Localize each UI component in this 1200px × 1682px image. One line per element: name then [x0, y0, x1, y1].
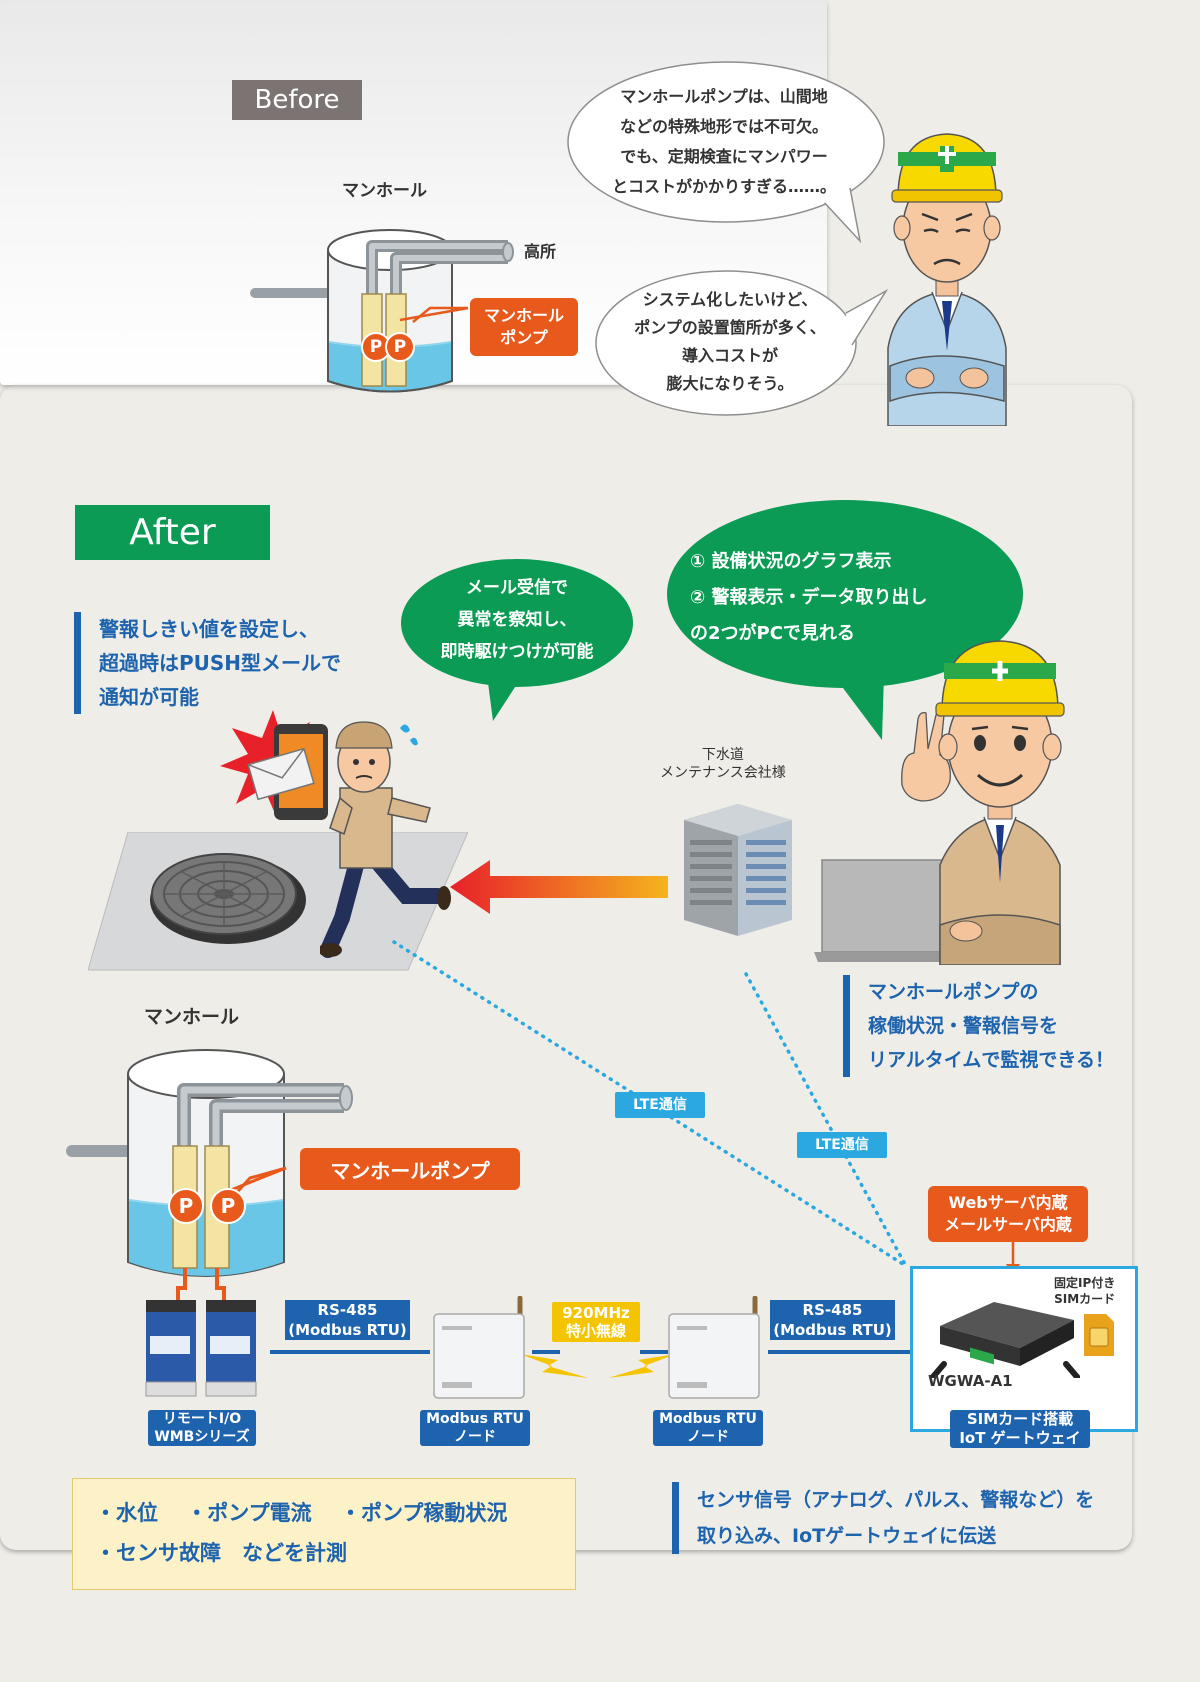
after-rs485-left-label: RS-485 (Modbus RTU) [285, 1300, 410, 1340]
after-pump-p-2-letter: P [220, 1194, 236, 1218]
before-high-place-label: 高所 [524, 242, 557, 261]
after-mail-envelope-icon [247, 748, 315, 800]
before-worker-illustration [887, 133, 1007, 426]
after-sim-card-icon [1084, 1314, 1114, 1356]
before-pump-p-2-letter: P [393, 337, 407, 357]
after-tag: After [75, 505, 270, 560]
after-bubble-mail-text: メール受信で 異常を察知し、 即時駆けつけが可能 [440, 578, 594, 662]
after-node-left-label: Modbus RTU ノード [420, 1410, 530, 1446]
after-company-building [684, 804, 792, 936]
before-pump-label: マンホール ポンプ [470, 298, 578, 356]
after-gateway-device [930, 1302, 1080, 1378]
after-notify-arrow [450, 860, 668, 914]
after-node-right-label: Modbus RTU ノード [653, 1410, 763, 1446]
after-lte-label-2: LTE通信 [797, 1132, 887, 1158]
after-pump-label: マンホールポンプ [300, 1148, 520, 1190]
after-pump-p-2: P [210, 1188, 246, 1224]
before-pump-p-2: P [385, 332, 415, 362]
after-note-sensor: センサ信号（アナログ、パルス、警報など）を 取り込み、IoTゲートウェイに伝送 [672, 1482, 1094, 1554]
before-bubble-top [567, 61, 885, 244]
after-measure-box: ・水位 ・ポンプ電流 ・ポンプ稼動状況 ・センサ故障 などを計測 [72, 1478, 576, 1590]
after-remote-io-label: リモートI/O WMBシリーズ [148, 1410, 256, 1446]
before-tag: Before [232, 80, 362, 120]
before-bubble-bottom [595, 270, 889, 416]
before-bubble-top-text: マンホールポンプは、山間地 などの特殊地形では不可欠。 でも、定期検査にマンパワ… [611, 87, 836, 196]
before-tag-text: Before [254, 85, 340, 115]
after-pump-p-1: P [168, 1188, 204, 1224]
before-manhole-illustration [250, 229, 514, 393]
after-remote-io-modules [145, 1300, 257, 1397]
after-measure-items: ・水位 ・ポンプ電流 ・ポンプ稼動状況 ・センサ故障 などを計測 [95, 1501, 508, 1565]
after-running-worker [320, 721, 451, 958]
after-gateway-label: SIMカード搭載 IoT ゲートウェイ [950, 1410, 1090, 1448]
after-node-right-device [668, 1296, 760, 1399]
after-server-label: Webサーバ内蔵 メールサーバ内蔵 [928, 1186, 1088, 1242]
after-wireless-label-text: 920MHz 特小無線 [562, 1304, 630, 1340]
before-pump-p-1-letter: P [369, 337, 383, 357]
after-tag-text: After [129, 512, 216, 553]
after-bubble-mail [401, 559, 633, 721]
after-road-surface [88, 832, 468, 971]
after-wireless-lightning-icon [520, 1354, 676, 1378]
after-happy-worker [901, 640, 1065, 965]
after-company-label: 下水道 メンテナンス会社様 [660, 747, 786, 781]
after-lte-label-1: LTE通信 [615, 1092, 705, 1118]
after-wireless-label: 920MHz 特小無線 [552, 1302, 640, 1342]
before-bubble-bottom-text: システム化したいけど、 ポンプの設置箇所が多く、 導入コストが 膨大になりそう。 [634, 290, 826, 393]
after-note-alert: 警報しきい値を設定し、 超過時はPUSH型メールで 通知が可能 [74, 612, 341, 714]
before-manhole-label: マンホール [342, 181, 427, 201]
after-rs485-right-label: RS-485 (Modbus RTU) [770, 1300, 895, 1340]
after-manhole-label: マンホール [144, 1006, 240, 1028]
after-gateway-model: WGWA-A1 [928, 1372, 1013, 1390]
after-note-monitor: マンホールポンプの 稼働状況・警報信号を リアルタイムで監視できる！ [843, 975, 1114, 1077]
after-bubble-pc [667, 500, 1023, 740]
after-node-left-device [433, 1296, 525, 1399]
after-pump-p-1-letter: P [178, 1194, 194, 1218]
after-bubble-pc-text: ① 設備状況のグラフ表示 ② 警報表示・データ取り出し の2つがPCで見れる [690, 551, 928, 644]
after-sim-label: 固定IP付き SIMカード [1054, 1276, 1116, 1306]
